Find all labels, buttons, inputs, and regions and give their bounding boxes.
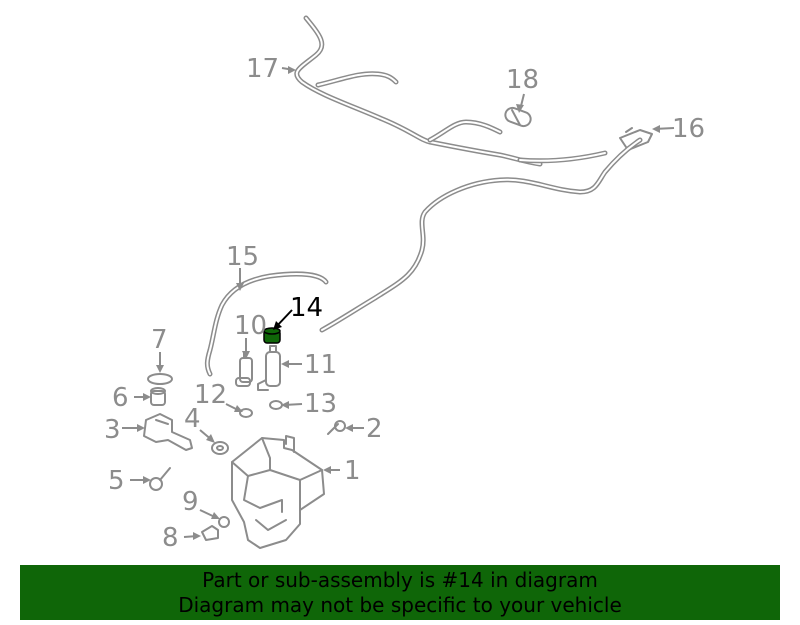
label-2: 2: [366, 414, 383, 444]
part-5-bolt: [149, 467, 171, 491]
label-5: 5: [108, 466, 125, 496]
banner-line-disclaimer: Diagram may not be specific to your vehi…: [178, 593, 622, 617]
parts-diagram: 17 18 16 15 14 10 11 7 6 12 13 3 4 2 1 5…: [104, 15, 705, 553]
label-4: 4: [184, 404, 201, 434]
part-11-pump: [257, 345, 281, 391]
main-washer-hose: [319, 137, 643, 333]
part-9-washer: [218, 516, 230, 528]
label-1: 1: [344, 456, 361, 486]
label-11: 11: [304, 350, 337, 380]
label-15: 15: [226, 242, 259, 272]
label-16: 16: [672, 114, 705, 144]
part-14-grommet: [263, 327, 281, 344]
label-10: 10: [234, 311, 267, 341]
label-18: 18: [506, 65, 539, 95]
label-14: 14: [290, 293, 323, 323]
part-10-pump: [235, 351, 253, 387]
label-6: 6: [112, 383, 129, 413]
part-13-grommet: [269, 400, 283, 410]
part-12-ring: [239, 408, 253, 418]
part-6-filter: [150, 387, 166, 406]
part-15-hose: [204, 271, 329, 377]
label-13: 13: [304, 389, 337, 419]
part-16-connector: [619, 127, 653, 151]
label-17: 17: [246, 54, 279, 84]
part-2-bolt: [327, 420, 346, 435]
label-7: 7: [151, 325, 168, 355]
part-7-cap: [147, 373, 173, 385]
label-3: 3: [104, 415, 121, 445]
part-17-hose: [294, 15, 608, 167]
label-9: 9: [182, 487, 199, 517]
part-8-clip: [201, 525, 219, 541]
part-1-reservoir: [231, 435, 325, 549]
part-4-grommet: [211, 441, 229, 455]
label-8: 8: [162, 523, 179, 553]
leader-arrows: [122, 66, 675, 540]
info-banner: Part or sub-assembly is #14 in diagram D…: [20, 565, 780, 620]
banner-line-part: Part or sub-assembly is #14 in diagram: [202, 568, 598, 592]
label-12: 12: [194, 380, 227, 410]
part-3-filler-neck: [143, 413, 193, 451]
